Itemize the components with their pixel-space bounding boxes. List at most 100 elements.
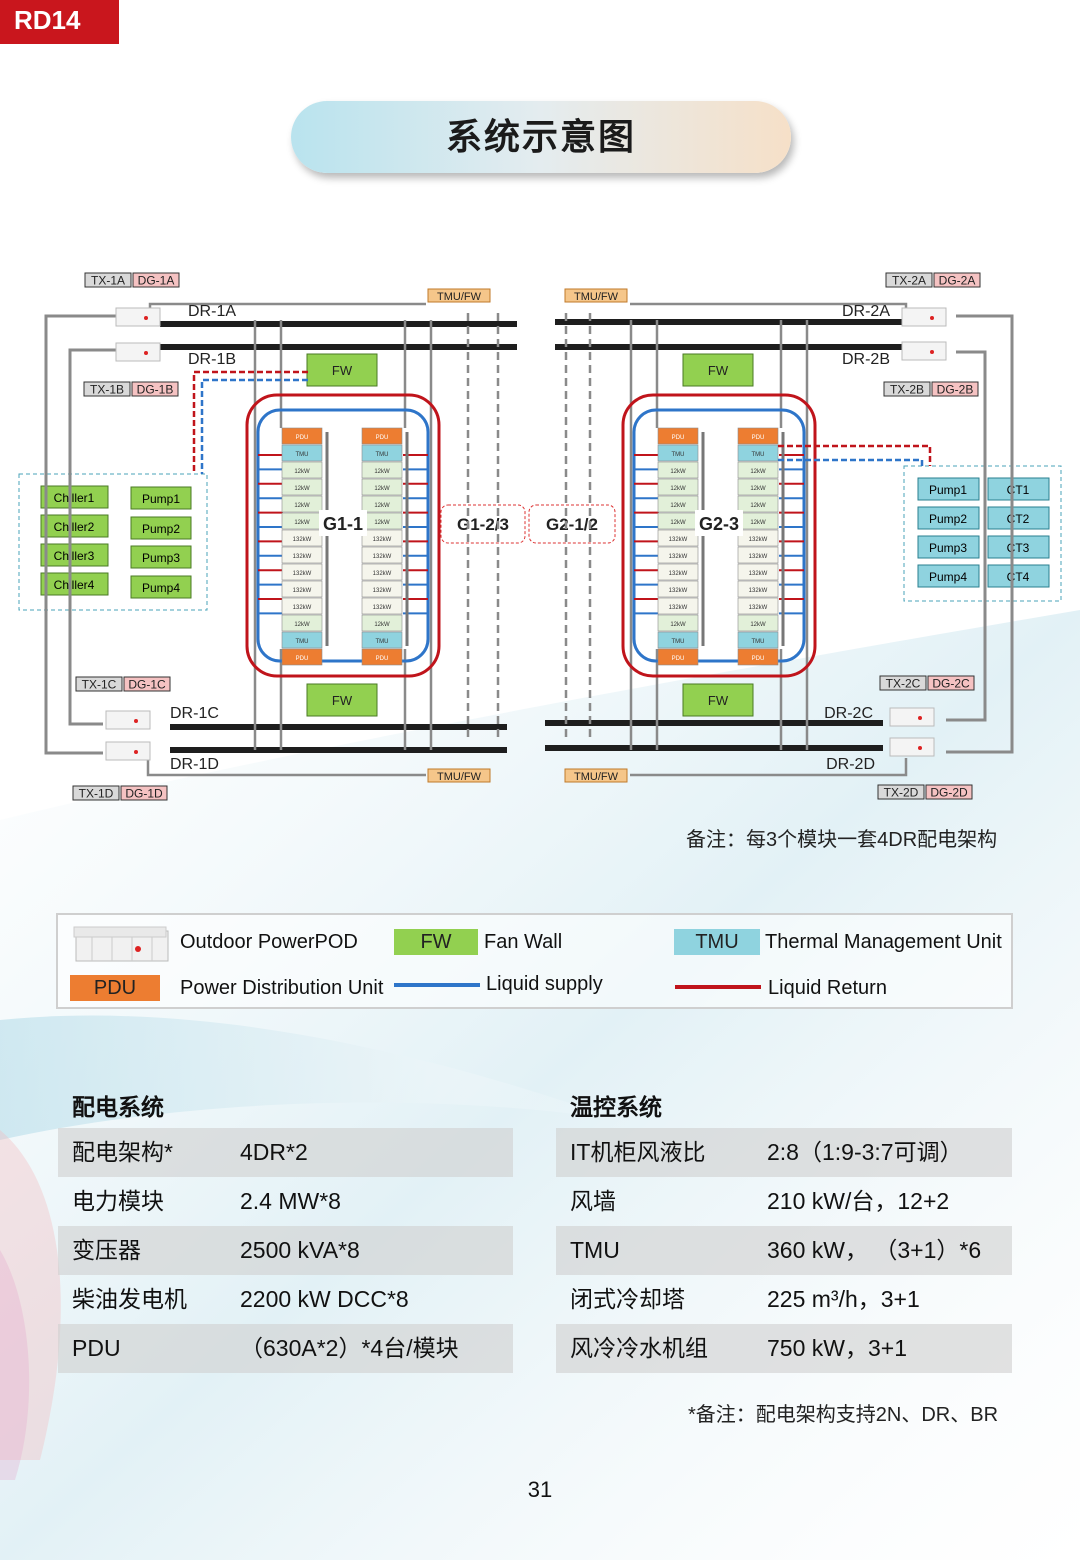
powerpod-logo <box>930 350 934 354</box>
dg-tag <box>120 785 168 801</box>
chiller-2: Chiller2 <box>54 520 95 534</box>
rack-cell-label: 12kW <box>670 622 686 628</box>
dg-tag <box>927 675 975 691</box>
rack-cell-label: 12kW <box>750 503 766 509</box>
tx-label: TX-2A <box>892 274 926 288</box>
rack-cell-label: TMU <box>752 639 765 645</box>
rack-cell-label: 12kW <box>670 520 686 526</box>
dr-label: DR-1C <box>170 705 219 722</box>
system-diagram: G1-2/3 G2-1/2 Chiller1 Chiller2 Chiller3… <box>18 272 1062 801</box>
dg-label: DG-1C <box>128 678 166 692</box>
dg-tag <box>123 676 171 692</box>
rack-cell-label: 132kW <box>373 571 392 577</box>
tmu-fw-tag <box>427 288 491 303</box>
cell-value: 2.4 MW*8 <box>240 1188 341 1214</box>
rack-cell-label: PDU <box>672 435 685 441</box>
rack-cell <box>361 546 403 564</box>
rack-cell <box>657 546 699 564</box>
tx-tag <box>72 785 120 801</box>
rack-cell-label: 12kW <box>670 503 686 509</box>
rack-cell <box>281 444 323 462</box>
rack-cell <box>361 495 403 513</box>
legend-pdu-label: Power Distribution Unit <box>180 977 384 999</box>
tx-tag <box>885 272 933 288</box>
chiller-1: Chiller1 <box>54 491 95 505</box>
group-box-mid-right <box>528 504 616 544</box>
rack-cell <box>657 461 699 479</box>
pump-right-4: Pump4 <box>929 570 967 584</box>
fan-wall-label: FW <box>708 363 729 378</box>
rack-cell <box>281 580 323 598</box>
rack-cell <box>361 461 403 479</box>
liquid-supply-loop <box>632 408 806 663</box>
rack-cell <box>361 563 403 581</box>
rack-cell <box>361 478 403 496</box>
powerpod-icon <box>901 307 947 327</box>
rack-cell-label: 12kW <box>374 469 390 475</box>
pump-left-1: Pump1 <box>142 492 180 506</box>
rack-cell-label: TMU <box>672 639 685 645</box>
legend-fw-label: Fan Wall <box>484 931 563 953</box>
powerpod-logo <box>134 750 138 754</box>
dr-label: DR-1B <box>188 351 236 368</box>
fan-wall-label: FW <box>332 363 353 378</box>
rack-cell <box>657 614 699 632</box>
tx-label: TX-2C <box>886 677 921 691</box>
group-label-mid-right: G2-1/2 <box>546 515 598 534</box>
cell-key: PDU <box>72 1335 121 1361</box>
fan-wall <box>682 683 754 717</box>
legend-supply-line <box>394 983 480 987</box>
rack-cell <box>737 563 779 581</box>
rack-cell-label: 12kW <box>750 469 766 475</box>
rack-cell-label: 132kW <box>749 571 768 577</box>
rack-cell <box>737 529 779 547</box>
feeder-line <box>146 758 426 777</box>
tx-label: TX-1B <box>90 383 124 397</box>
rack-cell-label: 132kW <box>373 537 392 543</box>
cell-key: 风墙 <box>570 1188 616 1214</box>
rack-cell <box>281 478 323 496</box>
rack-cell-label: 12kW <box>374 503 390 509</box>
rack-cell <box>361 648 403 666</box>
powerpod-logo <box>144 316 148 320</box>
dr-label: DR-2C <box>824 705 873 722</box>
rack-cell-label: 12kW <box>374 622 390 628</box>
powerpod-icon <box>889 737 935 757</box>
rack-cell-label: 12kW <box>750 520 766 526</box>
rack-cell <box>657 563 699 581</box>
fan-wall <box>306 353 378 387</box>
dg-label: DG-2B <box>937 383 974 397</box>
table-footnote: *备注：配电架构支持2N、DR、BR <box>688 1404 999 1426</box>
dg-label: DG-2D <box>930 786 968 800</box>
tmu-fw-label: TMU/FW <box>574 291 619 303</box>
rack-cell-label: 132kW <box>293 537 312 543</box>
dg-label: DG-2A <box>939 274 976 288</box>
dr-label: DR-2A <box>842 303 890 320</box>
rack-cell <box>737 478 779 496</box>
pump-right-3: Pump3 <box>929 541 967 555</box>
tx-label: TX-1D <box>79 787 114 801</box>
ct-3: CT3 <box>1007 541 1030 555</box>
tx-tag <box>877 784 925 800</box>
pump-list-left: Pump1 Pump2 Pump3 Pump4 <box>130 486 192 599</box>
rack-cell-label: 12kW <box>374 520 390 526</box>
rack-cell-label: TMU <box>296 639 309 645</box>
rack-cell <box>361 631 403 649</box>
rack-cell <box>737 614 779 632</box>
dg-tag <box>931 381 979 397</box>
rack-cell <box>361 529 403 547</box>
rack-cell <box>657 427 699 445</box>
rack-cell <box>657 529 699 547</box>
dashed-supply-pipe <box>778 458 924 466</box>
dr-label: DR-1D <box>170 756 219 773</box>
tmu-fw-tag <box>564 288 628 303</box>
powerpod-icon <box>901 341 947 361</box>
rack-cell-label: 132kW <box>749 605 768 611</box>
tx-tag <box>883 381 931 397</box>
rack-cell-label: 132kW <box>293 554 312 560</box>
rack-cell <box>361 444 403 462</box>
legend-supply-label: Liquid supply <box>486 973 603 995</box>
